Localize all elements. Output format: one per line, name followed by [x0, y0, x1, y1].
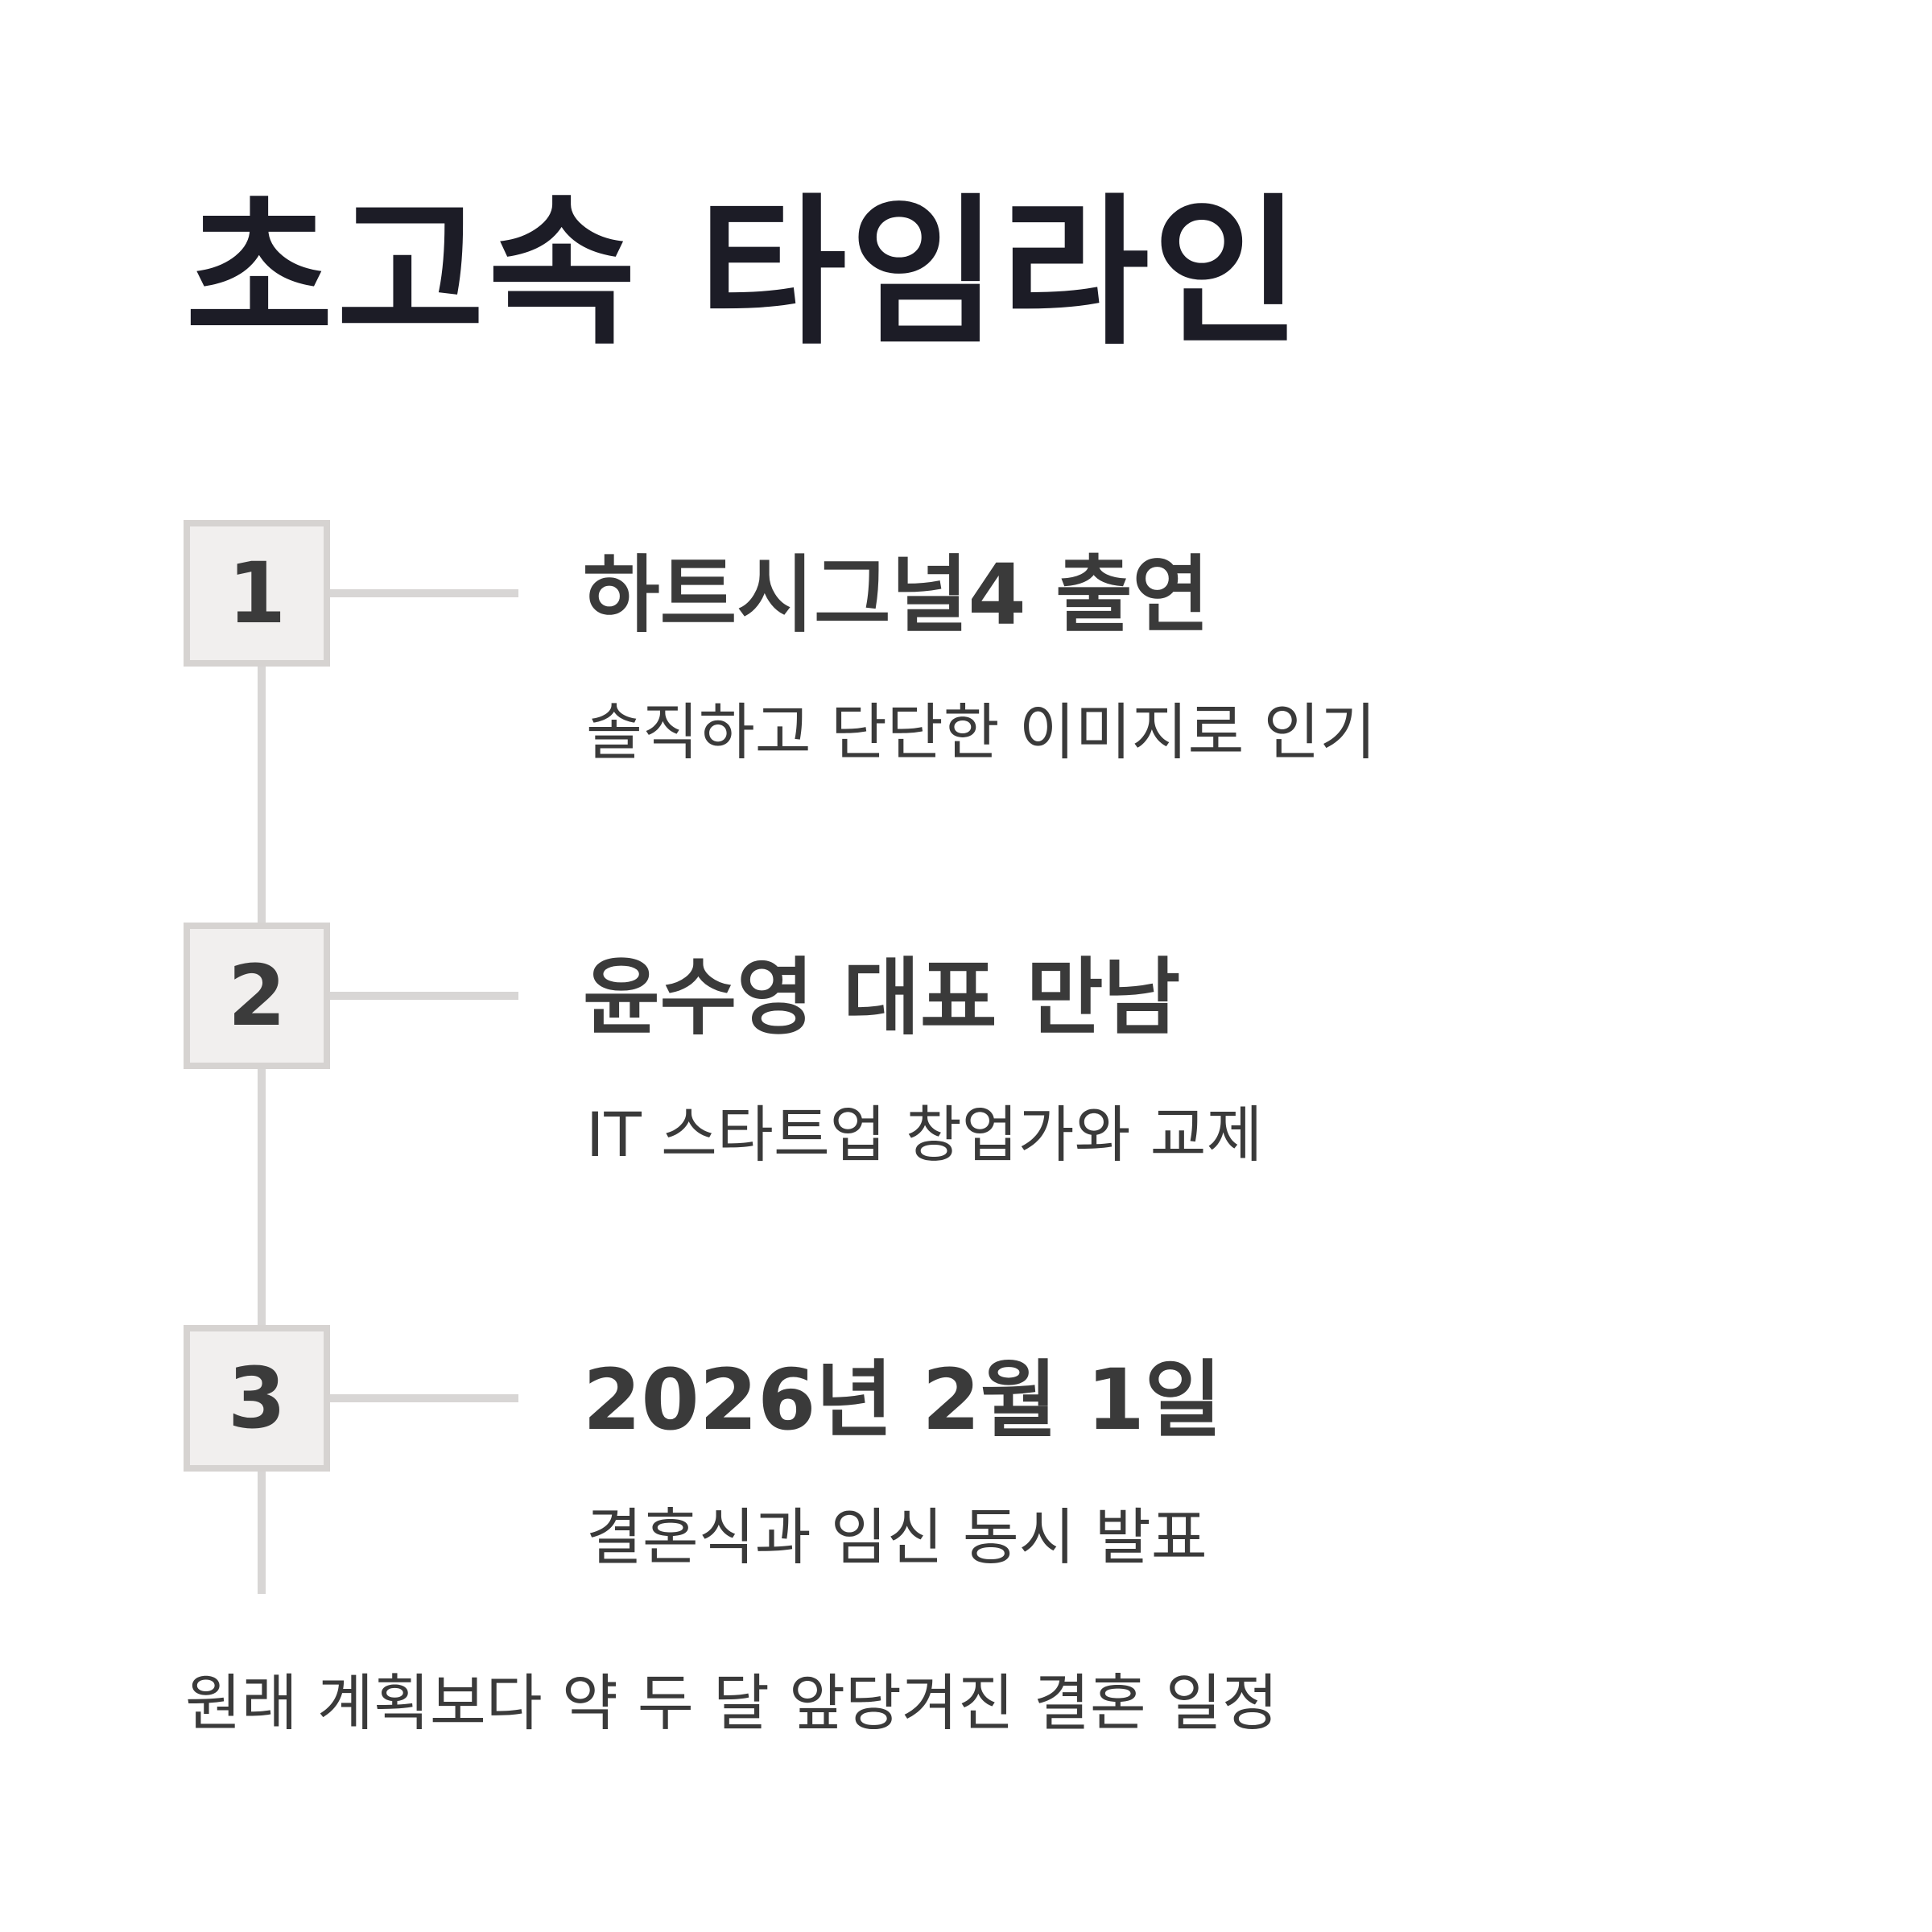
step-title: 2026년 2월 1일	[583, 1351, 1222, 1449]
step-description: 결혼식과 임신 동시 발표	[586, 1501, 1208, 1573]
step-number-badge: 2	[184, 923, 330, 1069]
timeline-step-3: 3 2026년 2월 1일 결혼식과 임신 동시 발표	[0, 1325, 1932, 1679]
step-title: 하트시그널4 출연	[583, 546, 1210, 644]
timeline-spine	[258, 660, 266, 1594]
timeline-step-1: 1 하트시그널4 출연 솔직하고 단단한 이미지로 인기	[0, 520, 1932, 874]
step-description: IT 스타트업 창업가와 교제	[586, 1099, 1263, 1170]
timeline-step-2: 2 윤수영 대표 만남 IT 스타트업 창업가와 교제	[0, 923, 1932, 1277]
step-description: 솔직하고 단단한 이미지로 인기	[586, 696, 1377, 768]
footnote: 원래 계획보다 약 두 달 앞당겨진 결혼 일정	[185, 1667, 1278, 1739]
step-title: 윤수영 대표 만남	[583, 948, 1181, 1046]
page-title: 초고속 타임라인	[185, 180, 1304, 367]
step-connector	[330, 1394, 518, 1402]
step-number-badge: 1	[184, 520, 330, 667]
step-connector	[330, 589, 518, 597]
step-number-badge: 3	[184, 1325, 330, 1472]
step-connector	[330, 992, 518, 1000]
